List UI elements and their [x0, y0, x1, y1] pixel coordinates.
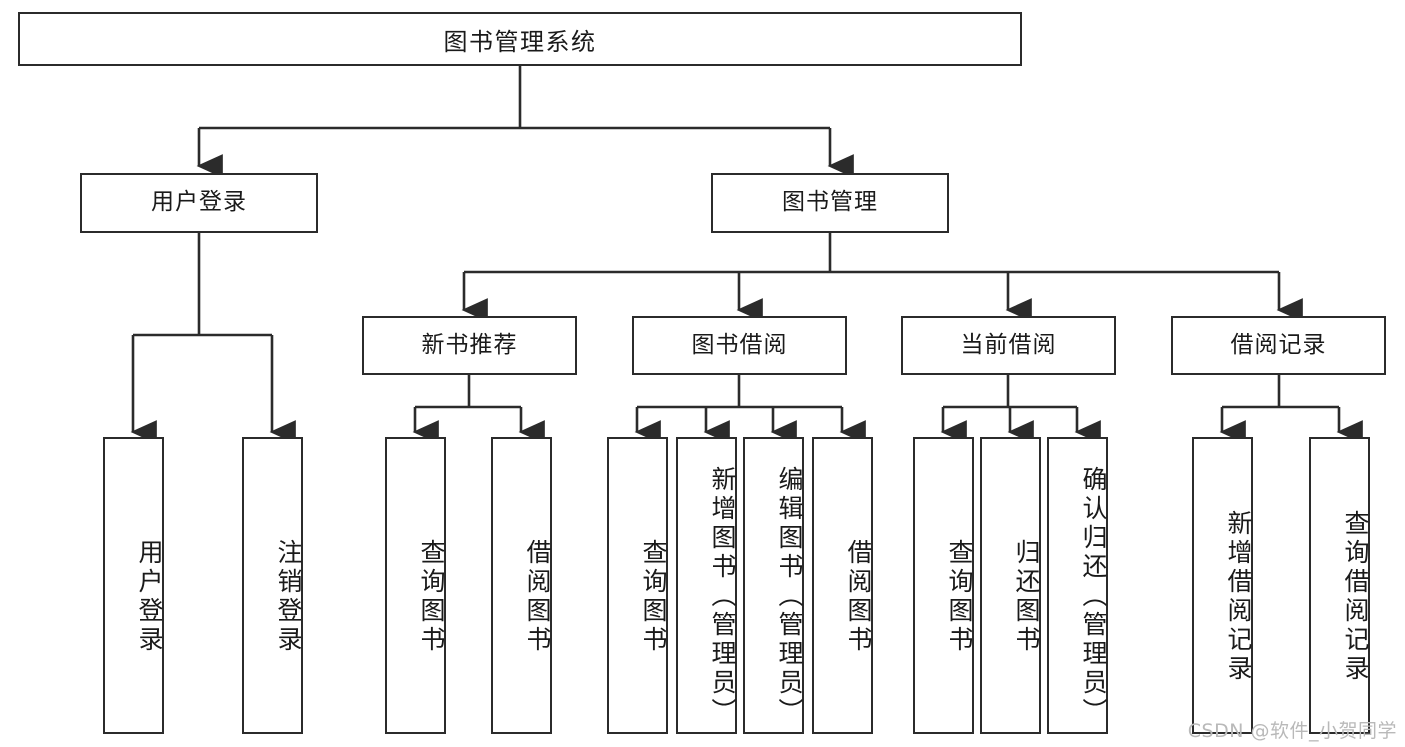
- leaf-new-book-borrow[interactable]: 借阅图书: [491, 437, 552, 734]
- leaf-borrow-add-book-admin[interactable]: 新增图书（管理员）: [676, 437, 737, 734]
- node-label: 查询借阅记录: [1341, 509, 1370, 684]
- leaf-borrow-edit-book-admin[interactable]: 编辑图书（管理员）: [743, 437, 804, 734]
- node-label: 编辑图书（管理员）: [775, 466, 804, 727]
- node-label: 图书管理: [782, 189, 878, 216]
- node-label: 借阅记录: [1230, 331, 1327, 358]
- node-label: 查询图书: [945, 538, 974, 655]
- leaf-current-query-book[interactable]: 查询图书: [913, 437, 974, 734]
- node-label: 当前借阅: [960, 331, 1057, 358]
- node-label: 确认归还（管理员）: [1079, 466, 1108, 727]
- leaf-current-return-book[interactable]: 归还图书: [980, 437, 1041, 734]
- node-borrow-records[interactable]: 借阅记录: [1171, 316, 1386, 375]
- node-label: 图书借阅: [691, 331, 788, 358]
- node-root-book-management-system[interactable]: 图书管理系统: [18, 12, 1022, 66]
- leaf-borrow-query-book[interactable]: 查询图书: [607, 437, 668, 734]
- node-label: 图书管理系统: [443, 27, 597, 56]
- node-label: 用户登录: [151, 189, 247, 216]
- leaf-user-login-signin[interactable]: 用户登录: [103, 437, 164, 734]
- node-label: 查询图书: [417, 538, 446, 655]
- node-current-borrow[interactable]: 当前借阅: [901, 316, 1116, 375]
- watermark-text: CSDN @软件_小贺同学: [1187, 720, 1397, 742]
- node-label: 用户登录: [135, 538, 164, 655]
- node-label: 新书推荐: [421, 331, 518, 358]
- node-new-book-recommend[interactable]: 新书推荐: [362, 316, 577, 375]
- node-label: 注销登录: [274, 538, 303, 655]
- leaf-user-login-signout[interactable]: 注销登录: [242, 437, 303, 734]
- node-label: 借阅图书: [844, 538, 873, 655]
- leaf-borrow-borrow-book[interactable]: 借阅图书: [812, 437, 873, 734]
- node-label: 借阅图书: [523, 538, 552, 655]
- node-label: 新增图书（管理员）: [708, 466, 737, 727]
- node-label: 查询图书: [639, 538, 668, 655]
- leaf-records-query-record[interactable]: 查询借阅记录: [1309, 437, 1370, 734]
- leaf-new-book-query[interactable]: 查询图书: [385, 437, 446, 734]
- node-book-borrow[interactable]: 图书借阅: [632, 316, 847, 375]
- node-label: 新增借阅记录: [1224, 509, 1253, 684]
- node-label: 归还图书: [1012, 538, 1041, 655]
- node-book-management[interactable]: 图书管理: [711, 173, 949, 233]
- node-user-login[interactable]: 用户登录: [80, 173, 318, 233]
- leaf-records-add-record[interactable]: 新增借阅记录: [1192, 437, 1253, 734]
- leaf-current-confirm-return-admin[interactable]: 确认归还（管理员）: [1047, 437, 1108, 734]
